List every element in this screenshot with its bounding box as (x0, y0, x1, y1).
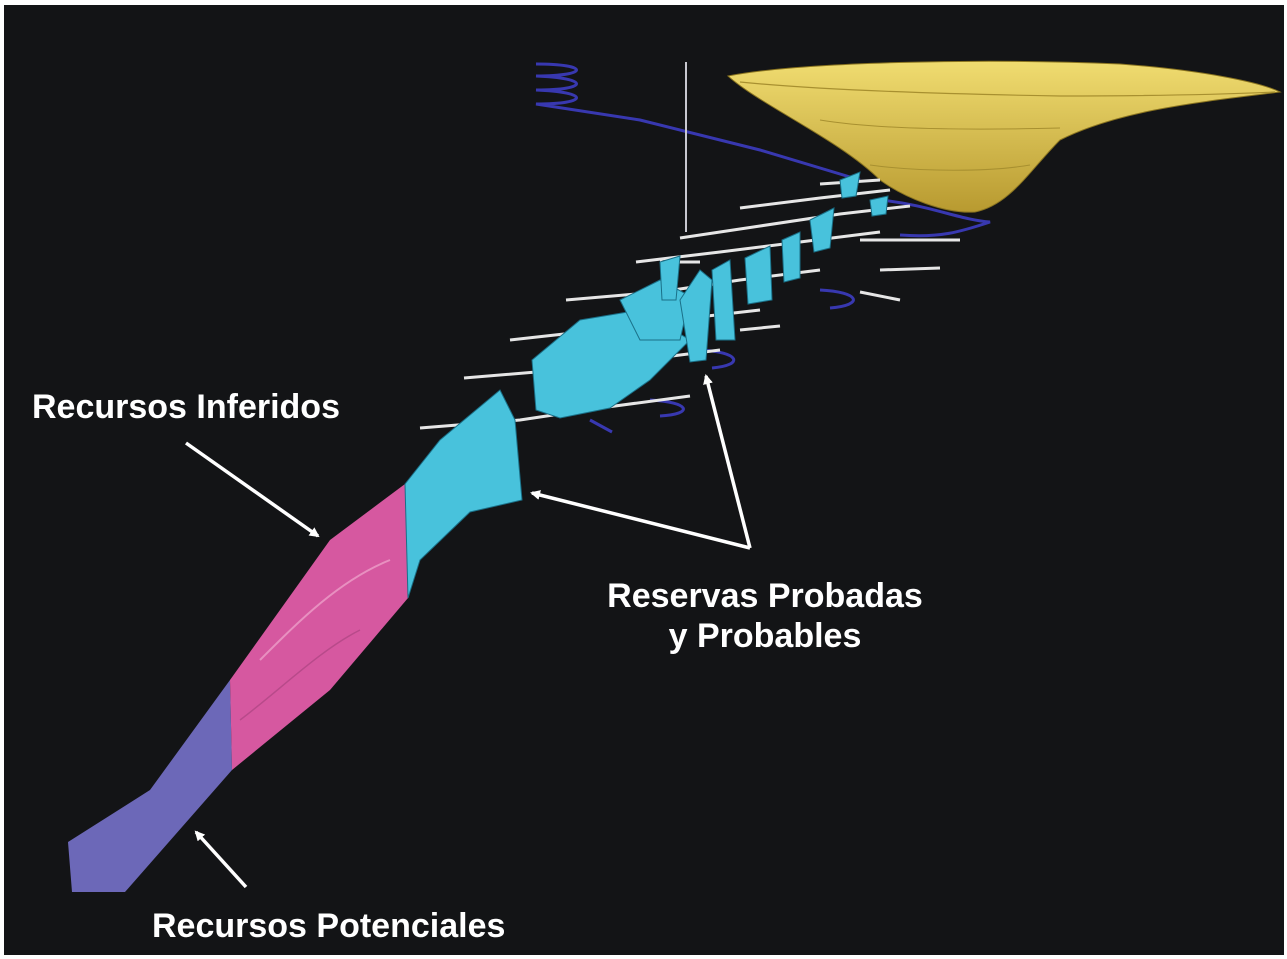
reserves-label-line1: Reservas Probadas (607, 577, 923, 615)
arrow-to-inferred (184, 441, 320, 538)
reserves-label: Reservas Probadas y Probables (560, 576, 970, 656)
reserves-zone (404, 171, 889, 599)
arrow-to-reserves-upper (703, 374, 752, 549)
arrow-to-potential (194, 830, 248, 889)
inferred-resources-zone (150, 484, 408, 790)
black-background-panel (4, 5, 1284, 955)
arrow-to-reserves-lower (530, 490, 751, 550)
open-pit (726, 60, 1282, 213)
potential-resources-label: Recursos Potenciales (152, 907, 506, 945)
reserves-label-line2: y Probables (668, 617, 862, 655)
pointer-arrows (184, 374, 752, 889)
inferred-resources-label: Recursos Inferidos (32, 388, 340, 426)
potential-resources-zone (68, 680, 232, 892)
